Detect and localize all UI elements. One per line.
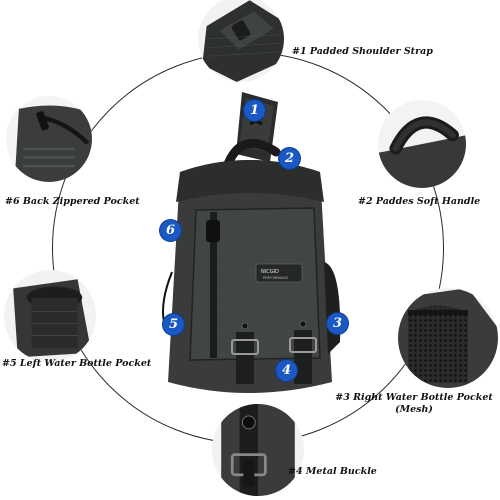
detail-shoulder-strap bbox=[198, 0, 284, 82]
badge-6: 6 bbox=[160, 220, 181, 241]
badge-5: 5 bbox=[163, 314, 184, 335]
sling-backpack-photo: NICGID PERFORMANCE bbox=[162, 92, 341, 393]
caption-right-bottle-pocket-line1: #3 Right Water Bottle Pocket bbox=[335, 392, 493, 403]
caption-soft-handle: #2 Paddes Soft Handle bbox=[358, 196, 481, 207]
caption-shoulder-strap: #1 Padded Shoulder Strap bbox=[292, 46, 433, 57]
detail-metal-buckle bbox=[212, 404, 304, 496]
caption-right-bottle-pocket: #3 Right Water Bottle Pocket (Mesh) bbox=[328, 392, 500, 416]
detail-right-bottle-pocket bbox=[398, 288, 498, 388]
detail-left-bottle-pocket bbox=[4, 270, 96, 362]
badge-3: 3 bbox=[327, 313, 348, 334]
shoulder-strap-photo bbox=[198, 0, 284, 82]
caption-right-bottle-pocket-line2: (Mesh) bbox=[395, 404, 433, 415]
brand-tagline: PERFORMANCE bbox=[263, 276, 288, 280]
brand-logo: NICGID bbox=[261, 269, 279, 275]
soft-handle-photo bbox=[378, 100, 466, 188]
right-pocket-photo bbox=[398, 288, 498, 388]
detail-back-zippered-pocket bbox=[6, 96, 92, 182]
badge-4: 4 bbox=[276, 360, 297, 381]
left-pocket-photo bbox=[4, 270, 96, 362]
back-pocket-photo bbox=[6, 96, 92, 182]
caption-left-bottle-pocket: #5 Left Water Bottle Pocket bbox=[2, 358, 152, 369]
metal-buckle-photo bbox=[212, 404, 304, 496]
detail-soft-handle bbox=[378, 100, 466, 188]
sling-backpack: NICGID PERFORMANCE bbox=[138, 92, 362, 404]
caption-metal-buckle: #4 Metal Buckle bbox=[288, 466, 377, 477]
caption-back-zippered-pocket: #6 Back Zippered Pocket bbox=[5, 196, 140, 207]
badge-2: 2 bbox=[279, 148, 300, 169]
badge-1: 1 bbox=[244, 100, 265, 121]
